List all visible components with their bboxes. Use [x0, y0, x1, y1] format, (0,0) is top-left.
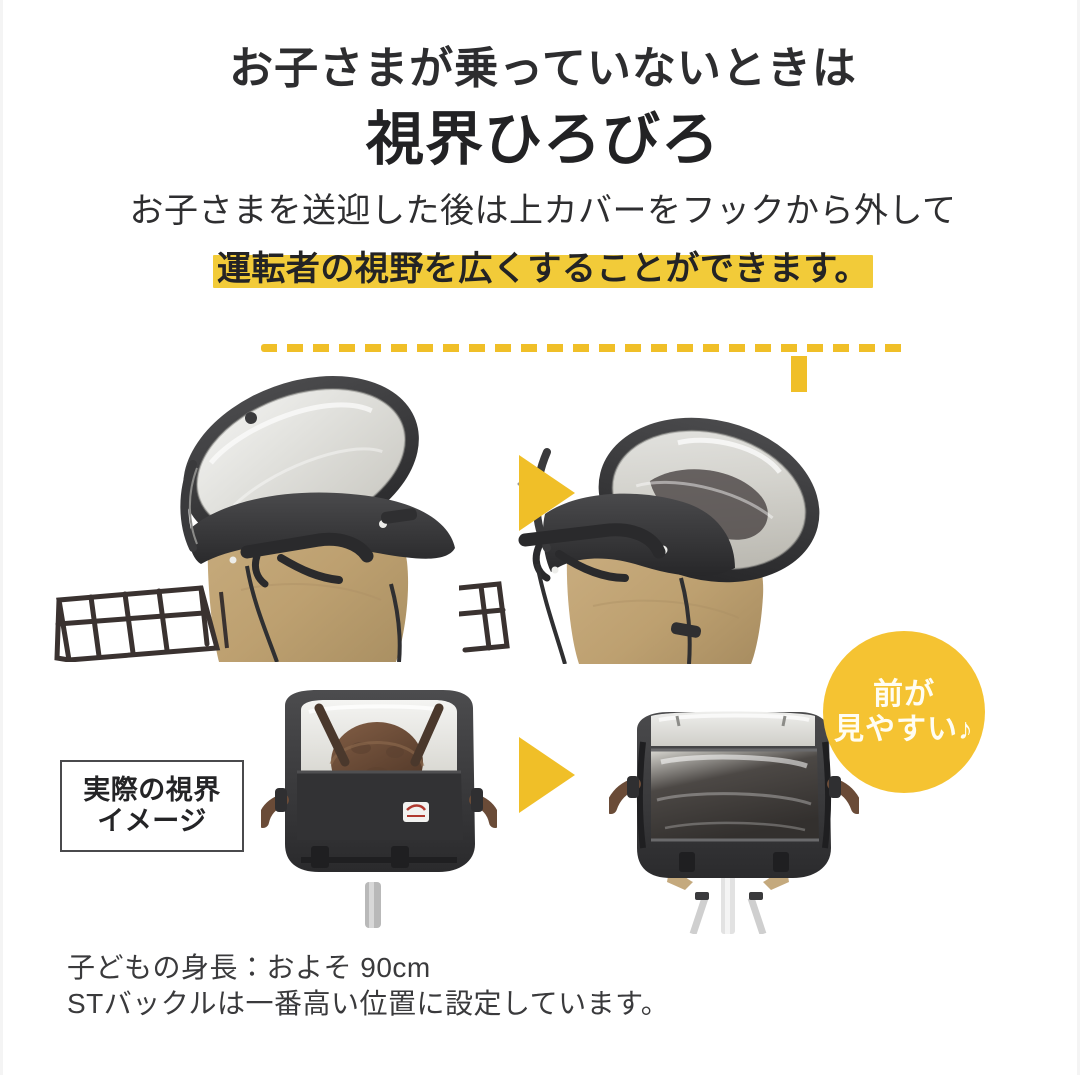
badge-line-1: 前が	[873, 677, 935, 711]
subcopy: お子さまを送迎した後は上カバーをフックから外して 運転者の視野を広くすることがで…	[3, 190, 1077, 290]
yellow-highlight-bar	[212, 254, 874, 288]
photo-rider-view-cover-up	[261, 678, 497, 928]
photo-cover-canopy-up	[51, 352, 503, 662]
box-label-line-2: イメージ	[97, 806, 207, 836]
status-badge-easy-to-see: 前が 見やすい♪	[823, 631, 985, 793]
subcopy-line-2: 運転者の視野を広くすることができます。	[216, 249, 870, 288]
page-title: 視界ひろびろ	[365, 107, 720, 172]
badge-line-2: 見やすい♪	[834, 713, 974, 746]
subcopy-highlight-wrapper: 運転者の視野を広くすることができます。	[212, 241, 874, 290]
triangle-right-icon-top	[519, 455, 575, 531]
box-label-line-1: 実際の視界	[83, 774, 221, 805]
headline-line-1: お子さまが乗っていないときは	[229, 44, 857, 93]
footnote-buckle-setting: STバックルは一番高い位置に設定しています。	[67, 988, 670, 1019]
dashed-guideline	[261, 344, 909, 352]
footnote-child-height: 子どもの身長：およそ 90cm	[67, 952, 431, 983]
photo-rider-view-cover-down	[609, 686, 859, 934]
subcopy-line-1: お子さまを送迎した後は上カバーをフックから外して	[129, 192, 957, 230]
actual-view-image-label: 実際の視界 イメージ	[60, 760, 244, 852]
triangle-right-icon-bottom	[519, 737, 575, 813]
photo-cover-canopy-down	[459, 392, 911, 664]
